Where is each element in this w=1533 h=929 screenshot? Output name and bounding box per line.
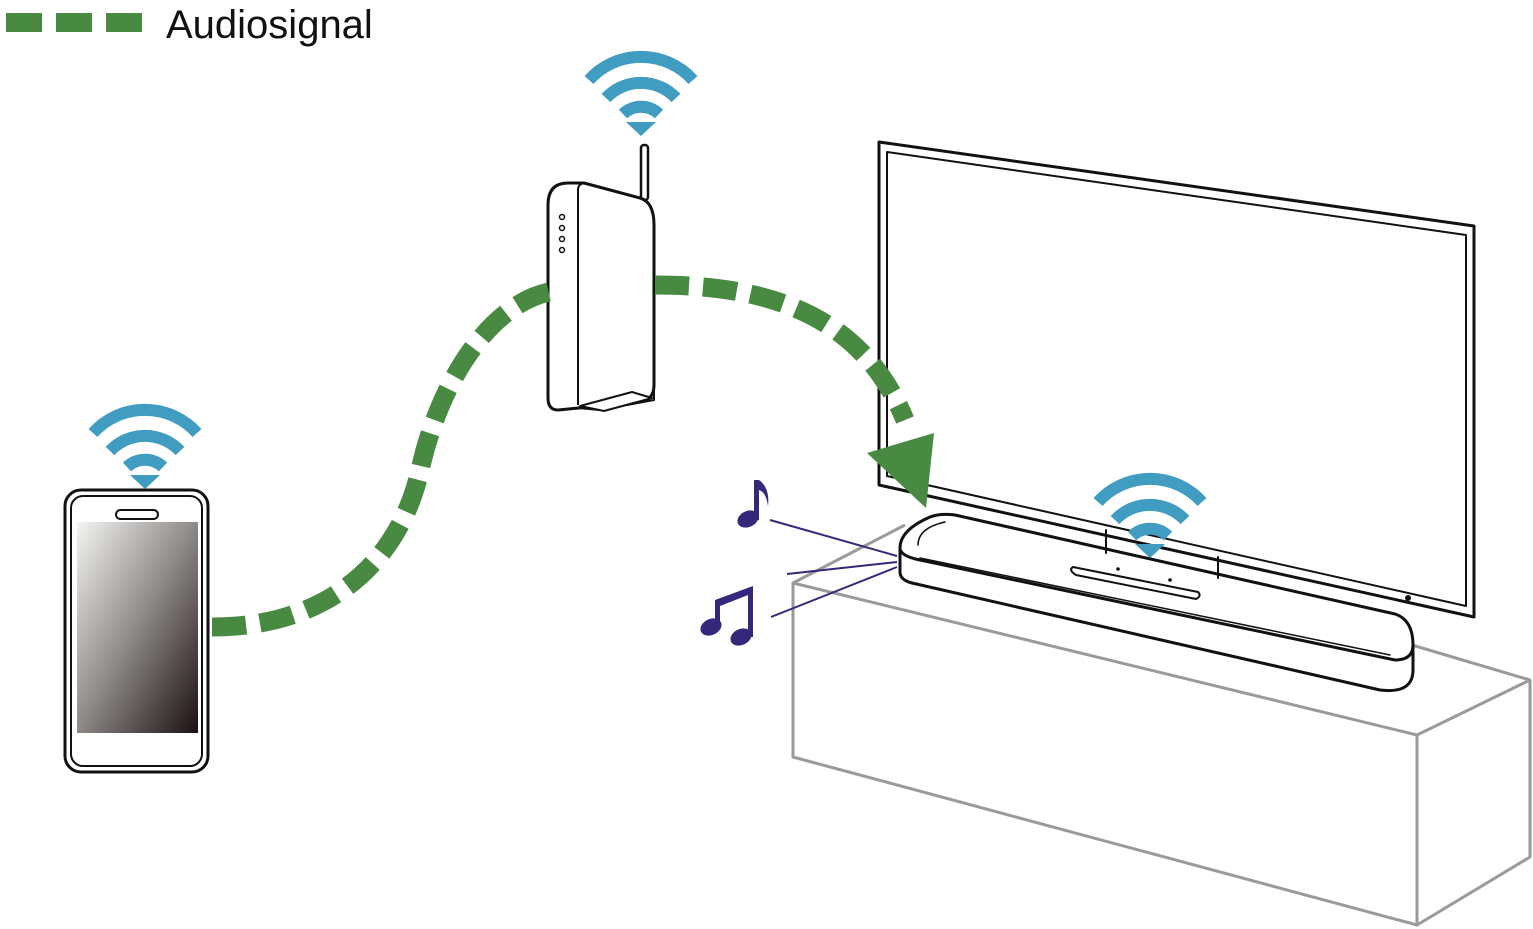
wireless-router [546, 143, 656, 412]
audio-signal-arrowhead [867, 433, 934, 508]
tv-cabinet [791, 523, 1532, 927]
tv-power-led [1405, 595, 1411, 601]
sound-lines [769, 519, 898, 618]
audio-signal-path-phone-to-router [211, 282, 552, 637]
soundbar [898, 512, 1415, 693]
smartphone [63, 488, 210, 774]
audio-signal-path-router-to-soundbar [654, 275, 914, 424]
music-note-icon [700, 586, 753, 646]
legend: Audiosignal [0, 0, 373, 50]
wifi-icon [1098, 479, 1202, 558]
legend-dashed-line [6, 13, 142, 32]
wifi-icon [589, 57, 693, 136]
music-note-icon [737, 480, 769, 528]
phone-screen [77, 522, 198, 733]
legend-label: Audiosignal [166, 3, 373, 47]
wifi-icon [93, 410, 197, 489]
